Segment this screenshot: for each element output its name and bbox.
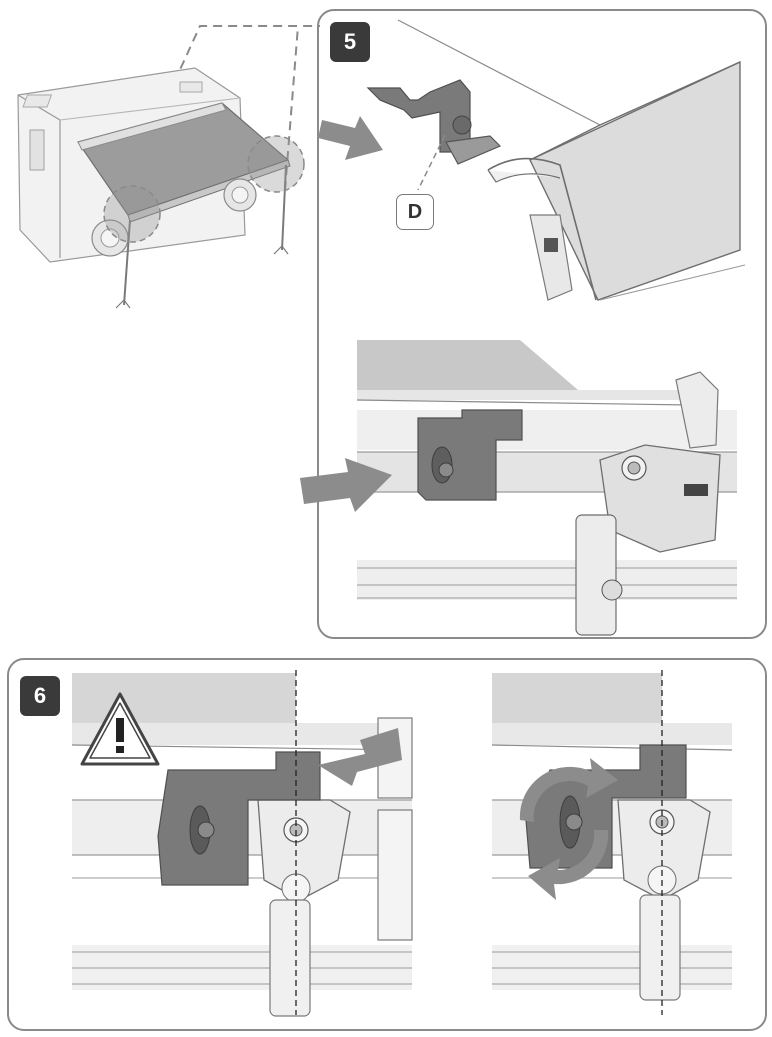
callout-d: D [396,194,434,230]
motorhome-illustration [17,67,305,309]
step6-left-illustration [71,670,413,1017]
rotate-arrows-icon [519,758,618,900]
step-5-badge: 5 [330,22,370,62]
push-arrow [318,116,383,160]
step5-top-illustration [318,19,760,301]
step5-frame [317,9,767,639]
connector-line-right [284,25,299,191]
step-6-badge: 6 [20,676,60,716]
step6-right-illustration [491,670,733,1015]
step5-bottom-illustration [300,340,737,636]
push-arrow-3 [318,728,402,786]
warning-triangle-icon [80,692,160,766]
push-arrow-2 [300,458,392,512]
step6-frame [7,658,767,1031]
